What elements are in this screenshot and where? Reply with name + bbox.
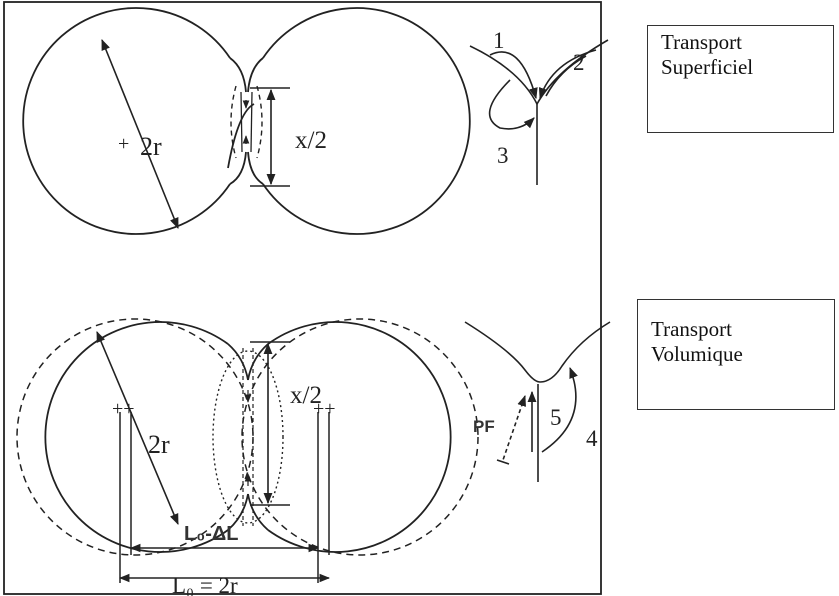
top-radius-arrow — [101, 38, 179, 230]
mech-label-2: 2 — [573, 50, 585, 75]
bottom-spheres — [44, 321, 452, 553]
top-center-mark: + — [118, 133, 129, 155]
surface-box-line1: Transport — [661, 30, 742, 54]
top-spheres — [18, 0, 471, 235]
initial-length-label: L₀ = 2r — [172, 573, 238, 596]
bottom-neck-dimension — [250, 341, 290, 506]
volume-box-line2: Volumique — [651, 342, 743, 367]
svg-text:++: ++ — [112, 398, 135, 420]
svg-text:++: ++ — [313, 398, 336, 420]
surface-transport-box: Transport Superficiel — [647, 25, 834, 133]
mech-label-3: 3 — [497, 143, 509, 168]
surface-mechanism-sketch — [469, 39, 609, 185]
top-neck-dashed — [230, 85, 263, 159]
pf-label: PF — [473, 417, 495, 436]
bottom-radius-label: 2r — [148, 430, 170, 459]
bottom-radius-arrow — [96, 330, 179, 526]
bottom-neck-label: x/2 — [290, 382, 322, 409]
top-left-sphere-outline — [18, 0, 250, 224]
top-radius-label: 2r — [140, 132, 162, 161]
mech-label-1: 1 — [493, 28, 505, 53]
volume-mechanism-sketch — [464, 321, 611, 482]
top-left-sphere — [227, 103, 255, 169]
bottom-extension-lines: ++ ++ — [112, 398, 336, 583]
bottom-spheres-dashed — [16, 318, 479, 556]
bottom-neck-dotted — [212, 350, 284, 524]
figure-frame — [3, 1, 602, 595]
top-neck-dimension — [250, 87, 290, 187]
surface-box-line2: Superficiel — [661, 55, 754, 80]
mech-label-4: 4 — [586, 426, 598, 451]
top-neck-label: x/2 — [295, 127, 327, 154]
volume-box-line1: Transport — [651, 317, 732, 341]
volume-transport-box: Transport Volumique — [637, 299, 835, 410]
mech-label-5: 5 — [550, 405, 562, 430]
shrunk-length-label: L₀-ΔL — [184, 523, 238, 545]
bottom-neck-lines — [242, 348, 254, 526]
